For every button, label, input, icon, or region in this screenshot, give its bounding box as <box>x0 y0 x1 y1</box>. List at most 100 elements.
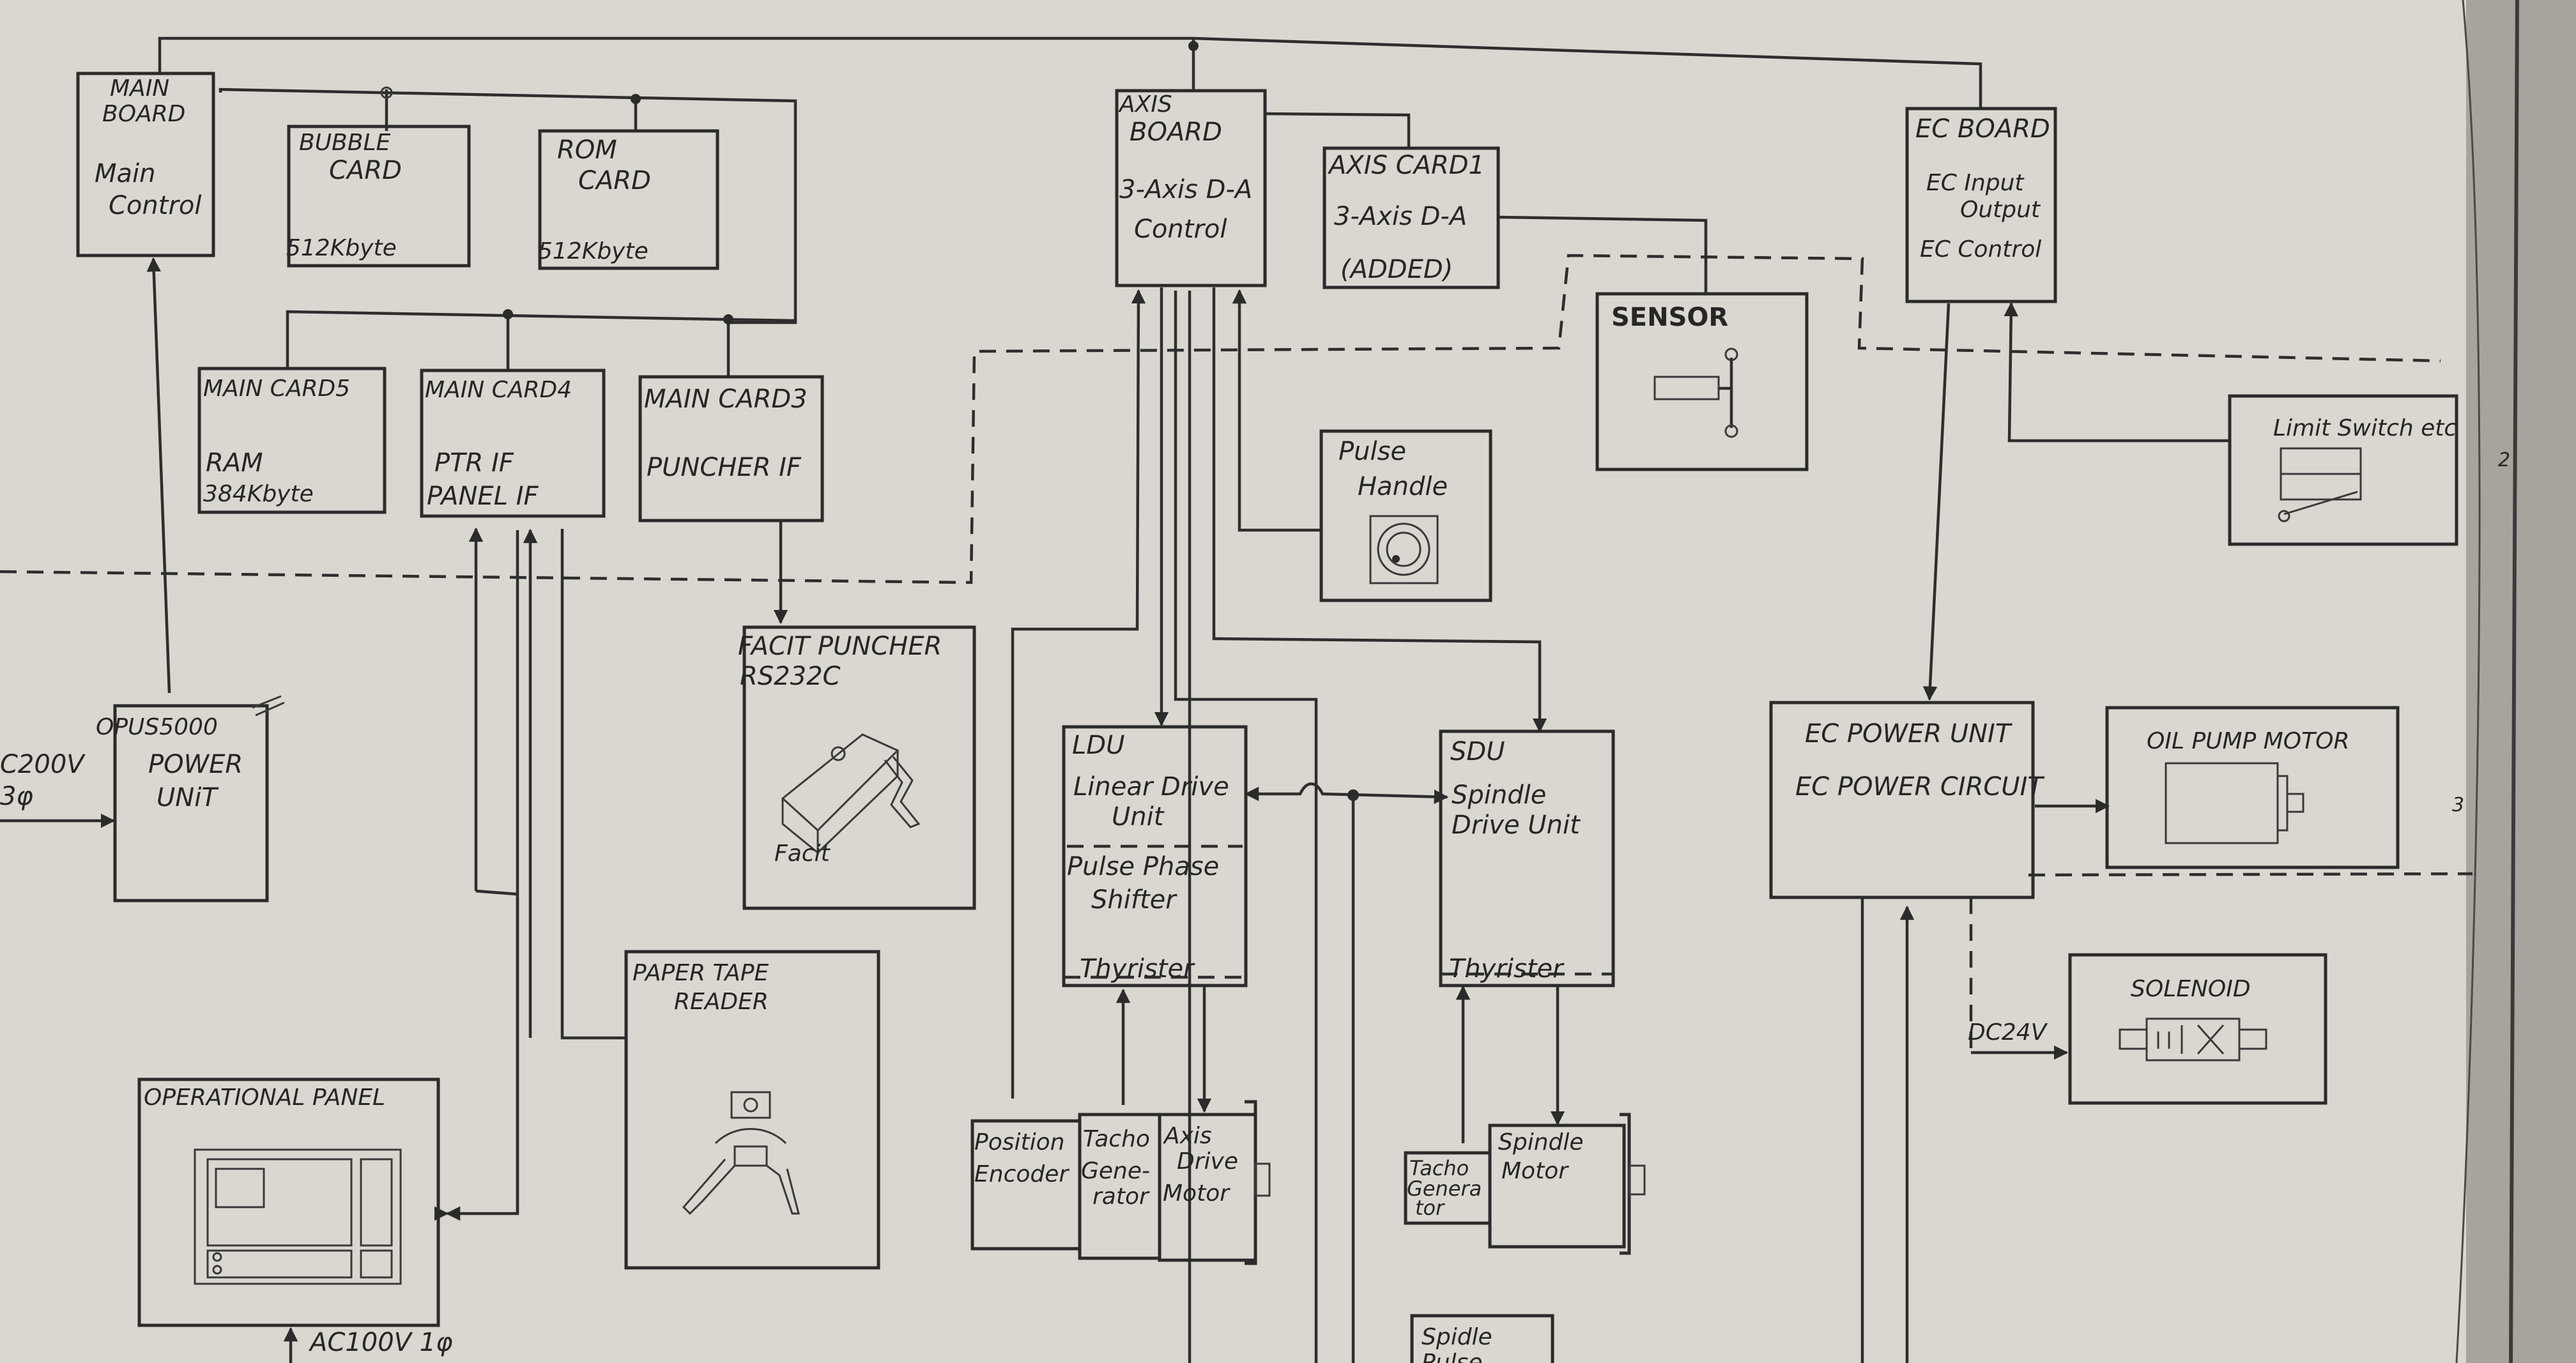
spindle-pulse-block: Spidle Pulse <box>1410 1314 1554 1363</box>
ldu-block: LDU Linear Drive Unit Pulse Phase Shifte… <box>1062 725 1248 987</box>
svg-text:Spindle: Spindle <box>1452 780 1546 810</box>
svg-text:BOARD: BOARD <box>1130 118 1222 147</box>
svg-text:Pulse Phase: Pulse Phase <box>1067 852 1219 881</box>
svg-text:Unit: Unit <box>1112 802 1165 832</box>
svg-text:OPUS5000: OPUS5000 <box>96 714 218 740</box>
svg-text:Linear Drive: Linear Drive <box>1073 772 1229 802</box>
svg-text:Output: Output <box>1960 197 2041 223</box>
svg-text:EC Control: EC Control <box>1920 236 2041 263</box>
svg-text:3φ: 3φ <box>0 782 33 811</box>
svg-text:AXIS: AXIS <box>1118 91 1172 118</box>
svg-text:POWER: POWER <box>148 750 243 779</box>
svg-text:CARD: CARD <box>329 156 402 185</box>
svg-text:MAIN CARD3: MAIN CARD3 <box>644 385 808 414</box>
svg-text:SOLENOID: SOLENOID <box>2131 976 2251 1002</box>
svg-text:Spidle: Spidle <box>1422 1324 1492 1350</box>
svg-text:MAIN CARD5: MAIN CARD5 <box>203 376 350 402</box>
power-unit-block: OPUS5000 POWER UNiT <box>96 695 285 902</box>
svg-text:ROM: ROM <box>557 135 617 165</box>
motor-icon <box>2165 762 2304 844</box>
svg-text:tor: tor <box>1415 1196 1445 1220</box>
svg-text:Gene-: Gene- <box>1081 1158 1150 1184</box>
svg-text:RS232C: RS232C <box>740 662 841 691</box>
main-card4-block: MAIN CARD4 PTR IF PANEL IF <box>420 369 606 518</box>
pulse-handle-block: Pulse Handle <box>1319 429 1492 602</box>
svg-text:Genera: Genera <box>1407 1176 1482 1201</box>
margin-mark: 2 <box>2498 449 2510 471</box>
svg-text:Tacho: Tacho <box>1083 1126 1150 1152</box>
svg-text:512Kbyte: 512Kbyte <box>538 238 648 264</box>
svg-text:FACIT PUNCHER: FACIT PUNCHER <box>738 632 942 661</box>
limit-switch-block: Limit Switch etc <box>2228 394 2458 546</box>
limit-switch-icon <box>2278 447 2362 522</box>
axis-board-block: AXIS BOARD 3-Axis D-A Control <box>1115 89 1267 287</box>
sdu-block: SDU Spindle Drive Unit Thyrister <box>1439 729 1615 987</box>
svg-text:Limit Switch etc: Limit Switch etc <box>2273 415 2457 441</box>
svg-text:Pulse: Pulse <box>1338 437 1406 466</box>
svg-text:Position: Position <box>974 1129 1064 1155</box>
svg-text:BOARD: BOARD <box>102 101 185 127</box>
svg-text:Encoder: Encoder <box>974 1161 1070 1187</box>
svg-text:Control: Control <box>1134 215 1227 244</box>
spindle-motor-block: Spindle Motor <box>1488 1113 1646 1255</box>
tacho-generator-2-block: Tacho Genera tor <box>1404 1151 1492 1225</box>
svg-text:Drive Unit: Drive Unit <box>1452 811 1581 840</box>
svg-text:EC Input: EC Input <box>1926 170 2025 196</box>
svg-text:512Kbyte: 512Kbyte <box>286 235 397 261</box>
svg-text:SENSOR: SENSOR <box>1611 303 1728 332</box>
handwheel-icon <box>1369 515 1439 584</box>
svg-text:PTR IF: PTR IF <box>434 448 514 478</box>
svg-text:OPERATIONAL PANEL: OPERATIONAL PANEL <box>144 1085 385 1111</box>
solenoid-icon <box>2119 1017 2267 1062</box>
svg-text:Main: Main <box>95 159 156 188</box>
main-card5-block: MAIN CARD5 RAM 384Kbyte <box>197 367 387 514</box>
svg-text:(ADDED): (ADDED) <box>1340 255 1453 284</box>
wires <box>0 36 2473 1363</box>
svg-text:3-Axis D-A: 3-Axis D-A <box>1119 175 1252 204</box>
svg-text:EC POWER CIRCUIT: EC POWER CIRCUIT <box>1795 772 2045 802</box>
svg-text:Shifter: Shifter <box>1091 885 1177 915</box>
svg-text:DC24V: DC24V <box>1968 1019 2048 1046</box>
ec-board-block: EC BOARD EC Input Output EC Control <box>1905 107 2057 303</box>
rom-card-block: ROM CARD 512Kbyte <box>538 129 719 270</box>
svg-text:MAIN: MAIN <box>110 75 169 102</box>
operational-panel-block: OPERATIONAL PANEL AC100V 1φ <box>137 1077 453 1363</box>
svg-text:3-Axis D-A: 3-Axis D-A <box>1334 202 1467 231</box>
svg-text:SDU: SDU <box>1450 737 1505 766</box>
power-input-label: C200V 3φ <box>0 750 86 811</box>
svg-text:EC BOARD: EC BOARD <box>1915 114 2050 144</box>
svg-text:MAIN CARD4: MAIN CARD4 <box>425 377 572 403</box>
axis-card1-block: AXIS CARD1 3-Axis D-A (ADDED) <box>1322 146 1500 289</box>
svg-text:AC100V 1φ: AC100V 1φ <box>308 1328 453 1357</box>
svg-text:LDU: LDU <box>1072 731 1124 760</box>
svg-text:PAPER TAPE: PAPER TAPE <box>632 960 769 986</box>
svg-text:384Kbyte: 384Kbyte <box>203 481 314 507</box>
ec-power-unit-block: EC POWER UNIT EC POWER CIRCUIT <box>1769 701 2045 899</box>
tape-reader-icon <box>682 1091 800 1215</box>
svg-text:Axis: Axis <box>1163 1123 1212 1149</box>
puncher-icon <box>781 733 921 855</box>
oil-pump-motor-block: OIL PUMP MOTOR <box>2105 706 2400 869</box>
bubble-card-block: BUBBLE CARD 512Kbyte <box>286 125 471 268</box>
svg-text:READER: READER <box>674 989 769 1015</box>
position-encoder-block: Position Encoder <box>970 1119 1082 1251</box>
svg-text:BUBBLE: BUBBLE <box>299 130 390 156</box>
svg-text:Thyrister: Thyrister <box>1449 954 1565 984</box>
svg-text:Spindle: Spindle <box>1498 1129 1584 1155</box>
svg-text:Thyrister: Thyrister <box>1080 954 1195 984</box>
svg-text:Tacho: Tacho <box>1409 1156 1469 1180</box>
axis-drive-motor-block: Axis Drive Motor <box>1158 1100 1271 1265</box>
margin-mark: 3 <box>2452 794 2464 816</box>
facit-puncher-block: FACIT PUNCHER RS232C Facit <box>738 625 976 910</box>
solenoid-block: SOLENOID DC24V <box>1968 953 2327 1105</box>
operational-panel-icon <box>194 1148 402 1285</box>
svg-text:EC POWER UNIT: EC POWER UNIT <box>1805 719 2013 749</box>
paper-tape-reader-block: PAPER TAPE READER <box>624 950 880 1270</box>
svg-text:UNiT: UNiT <box>157 783 219 812</box>
svg-text:Motor: Motor <box>1501 1158 1569 1184</box>
svg-text:PANEL IF: PANEL IF <box>427 482 539 511</box>
svg-text:Facit: Facit <box>774 841 831 867</box>
main-card3-block: MAIN CARD3 PUNCHER IF <box>638 375 824 522</box>
svg-text:Drive: Drive <box>1177 1148 1238 1175</box>
